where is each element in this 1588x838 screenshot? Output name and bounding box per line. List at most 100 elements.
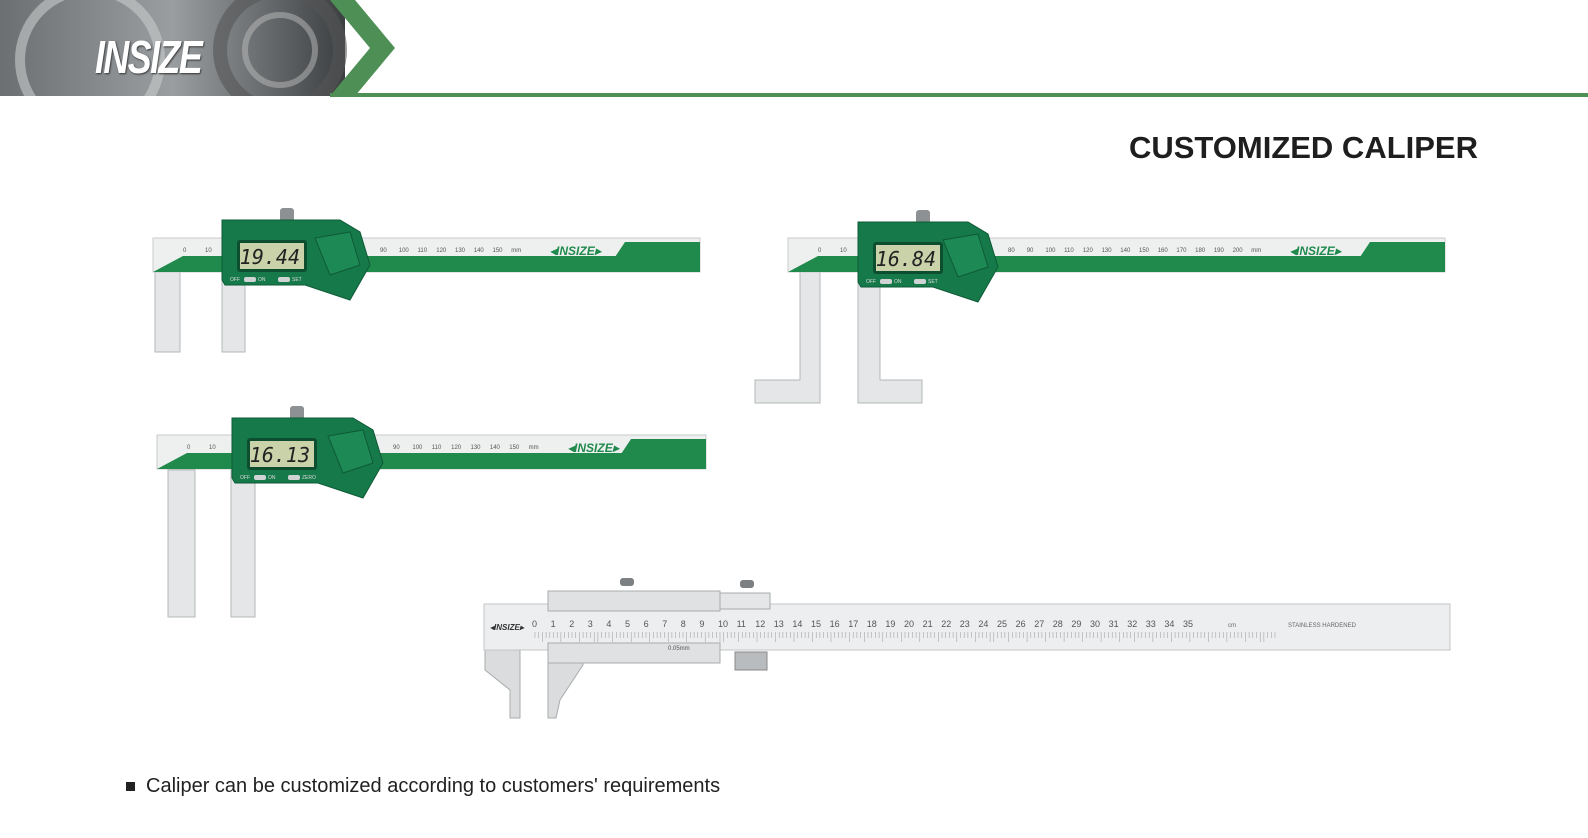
scale-label: 22 (941, 619, 951, 629)
slider-top (547, 590, 721, 612)
bullet-square-icon (126, 782, 135, 791)
scale-label: 12 (755, 619, 765, 629)
scale-label: 10 (205, 248, 212, 254)
caliper-jaw (754, 271, 821, 404)
battery-cover (327, 429, 374, 474)
zero-button (914, 279, 926, 284)
scale-label: 25 (997, 619, 1007, 629)
scale-label: 100 (399, 248, 410, 254)
vernier-resolution: 0.05mm (668, 646, 690, 652)
scale-label: 90 (393, 445, 400, 451)
scale-label: 11 (737, 619, 746, 629)
scale-label: 8 (681, 619, 686, 629)
scale-label: 150 (493, 248, 504, 254)
scale-label: 1 (551, 619, 556, 629)
scale-label: 24 (978, 619, 988, 629)
beam-green-end (605, 242, 700, 272)
scale-label: 170 (1176, 248, 1187, 254)
lock-screw-icon (620, 578, 634, 586)
header-banner (0, 0, 395, 96)
caliper-jaw (167, 469, 196, 618)
scale-label: 180 (1195, 248, 1206, 254)
beam-brand-logo: ◂INSIZE▸ (490, 623, 525, 632)
caliper-jaw (154, 271, 181, 353)
scale-label: 18 (867, 619, 877, 629)
scale-label: 10 (840, 248, 847, 254)
scale-label: 20 (904, 619, 914, 629)
beam-brand-logo: ◂INSIZE▸ (550, 244, 603, 258)
scale-label: 140 (474, 248, 485, 254)
scale-label: 15 (811, 619, 821, 629)
on-off-button (254, 475, 266, 480)
button-label-set: ZERO (302, 475, 316, 481)
scale-label: 23 (960, 619, 970, 629)
scale-label: mm (1251, 248, 1261, 254)
scale-label: 2 (569, 619, 574, 629)
zero-button (288, 475, 300, 480)
scale-label: 10 (718, 619, 728, 629)
scale-label: 7 (662, 619, 667, 629)
scale-label: 21 (923, 619, 933, 629)
scale-label: 29 (1071, 619, 1081, 629)
scale-label: 120 (436, 248, 447, 254)
beam-green-end (1350, 242, 1445, 272)
scale-label: 160 (1158, 248, 1169, 254)
battery-cover (314, 231, 361, 276)
lock-screw-icon (740, 580, 754, 588)
scale-label: 13 (774, 619, 784, 629)
fine-adjust-wheel-icon (734, 651, 768, 671)
lcd-screen (876, 245, 940, 271)
scale-label: 130 (1102, 248, 1113, 254)
beam-marking: STAINLESS HARDENED (1288, 623, 1357, 629)
scale-label: 27 (1034, 619, 1044, 629)
beam-brand-logo: ◂INSIZE▸ (1290, 244, 1343, 258)
scale-label: 130 (455, 248, 466, 254)
thumb-roller-icon (916, 210, 930, 224)
on-off-button (880, 279, 892, 284)
scale-label: 17 (848, 619, 858, 629)
thumb-roller-icon (280, 208, 294, 222)
scale-label: 5 (625, 619, 630, 629)
scale-label: 190 (1214, 248, 1225, 254)
scale-label: 110 (1064, 248, 1074, 254)
scale-label: 0 (818, 248, 822, 254)
caliper-jaw (230, 469, 256, 618)
zero-button (278, 277, 290, 282)
scale-label: 30 (1090, 619, 1100, 629)
scale-label: 4 (606, 619, 611, 629)
scale-label: 120 (1083, 248, 1094, 254)
header-divider (330, 93, 1588, 97)
battery-cover (942, 233, 989, 278)
scale-label: 140 (1120, 248, 1131, 254)
on-off-button (244, 277, 256, 282)
thumb-roller-icon (290, 406, 304, 420)
scale-label: 16 (830, 619, 840, 629)
scale-unit: cm (1228, 623, 1236, 629)
scale-label: 34 (1164, 619, 1174, 629)
scale-label: 80 (1008, 248, 1015, 254)
button-label-off: OFF (240, 475, 250, 481)
scale-label: 150 (1139, 248, 1150, 254)
scale-label: 120 (451, 445, 462, 451)
insize-logo: INSIZE (95, 31, 203, 83)
button-label-on: ON (894, 279, 902, 285)
caliper-jaw (857, 271, 923, 404)
button-label-off: OFF (230, 277, 240, 283)
scale-label: mm (511, 248, 521, 254)
button-label-on: ON (258, 277, 266, 283)
scale-label: 200 (1233, 248, 1244, 254)
beam-brand-logo: ◂INSIZE▸ (568, 441, 621, 455)
scale-label: 110 (418, 248, 428, 254)
scale-label: 110 (432, 445, 442, 451)
scale-label: 10 (209, 445, 216, 451)
scale-label: 31 (1109, 619, 1119, 629)
scale-label: 100 (412, 445, 423, 451)
scale-label: 28 (1053, 619, 1063, 629)
lcd-screen (250, 441, 314, 467)
button-label-set: SET (292, 277, 302, 283)
fine-adjust-slider (719, 592, 771, 610)
